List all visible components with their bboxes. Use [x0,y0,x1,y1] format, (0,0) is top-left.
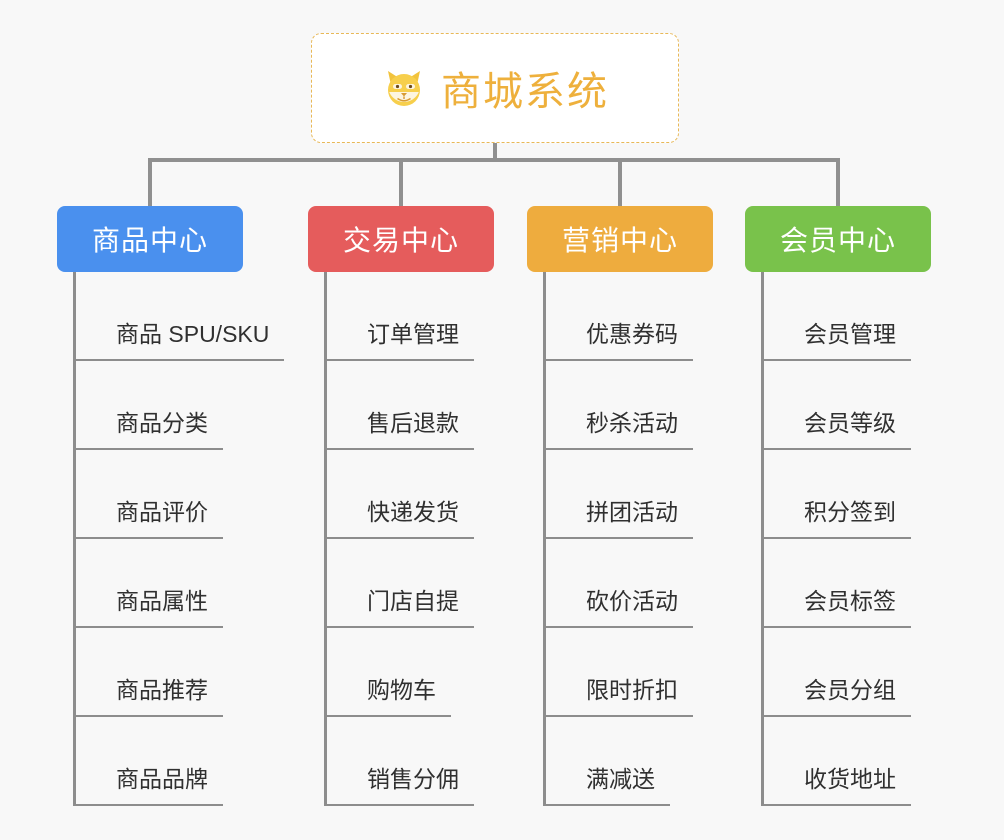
leaf-item-label: 优惠券码 [586,321,678,347]
leaf-item[interactable]: 会员等级 [761,361,911,450]
leaf-item[interactable]: 商品推荐 [73,628,223,717]
leaf-item[interactable]: 售后退款 [324,361,474,450]
category-box-1[interactable]: 商品中心 [57,206,243,272]
leaf-item-label: 会员标签 [804,588,896,614]
branch-drop-connector-2 [399,158,403,208]
leaf-item-label: 商品推荐 [116,677,208,703]
leaf-item-underline [761,715,911,717]
leaf-item-underline [73,359,284,361]
leaf-item[interactable]: 销售分佣 [324,717,474,806]
category-label-1: 商品中心 [91,225,208,256]
leaf-item-underline [543,537,693,539]
branch-spine-1 [73,272,76,806]
leaf-item-underline [324,537,474,539]
leaf-item-label: 商品 SPU/SKU [116,321,270,347]
category-label-3: 营销中心 [561,225,678,256]
branch-drop-connector-3 [618,158,622,208]
leaf-item[interactable]: 商品评价 [73,450,223,539]
category-box-2[interactable]: 交易中心 [308,206,494,272]
leaf-item-label: 售后退款 [367,410,459,436]
leaf-item-underline [761,448,911,450]
leaf-item-label: 订单管理 [367,321,459,347]
leaf-item-label: 会员管理 [804,321,896,347]
branch-spine-2 [324,272,327,806]
leaf-item-label: 快递发货 [367,499,459,525]
leaf-item-label: 销售分佣 [367,766,459,792]
root-node-mall-system[interactable]: 商城系统 [311,33,679,143]
leaf-item-underline [324,448,474,450]
leaf-item-label: 秒杀活动 [586,410,678,436]
leaf-item[interactable]: 商品品牌 [73,717,223,806]
leaf-item[interactable]: 满减送 [543,717,670,806]
leaf-item[interactable]: 积分签到 [761,450,911,539]
leaf-item-underline [761,804,911,806]
leaf-item-underline [73,626,223,628]
leaf-item-label: 拼团活动 [586,499,678,525]
leaf-item[interactable]: 拼团活动 [543,450,693,539]
leaf-item[interactable]: 订单管理 [324,272,474,361]
root-title: 商城系统 [441,70,609,114]
leaf-item[interactable]: 收货地址 [761,717,911,806]
leaf-item-label: 商品评价 [116,499,208,525]
leaf-item-underline [543,804,670,806]
leaf-item[interactable]: 优惠券码 [543,272,693,361]
leaf-item[interactable]: 限时折扣 [543,628,693,717]
leaf-item-label: 商品属性 [116,588,208,614]
leaf-item-underline [543,626,693,628]
leaf-item-label: 收货地址 [804,766,896,792]
branch-drop-connector-4 [836,158,840,208]
leaf-item-label: 商品分类 [116,410,208,436]
leaf-item-underline [324,359,474,361]
leaf-item-label: 会员分组 [804,677,896,703]
leaf-item-label: 门店自提 [367,588,459,614]
leaf-item-underline [543,715,693,717]
leaf-item-label: 商品品牌 [116,766,208,792]
leaf-item-underline [73,804,223,806]
branch-spine-4 [761,272,764,806]
leaf-item[interactable]: 会员标签 [761,539,911,628]
category-label-2: 交易中心 [342,225,459,256]
category-box-4[interactable]: 会员中心 [745,206,931,272]
leaf-item-underline [543,448,693,450]
leaf-item[interactable]: 砍价活动 [543,539,693,628]
leaf-item-underline [73,448,223,450]
leaf-item-label: 砍价活动 [586,588,678,614]
leaf-item-label: 购物车 [367,677,436,703]
leaf-item[interactable]: 快递发货 [324,450,474,539]
leaf-item-underline [543,359,693,361]
leaf-item[interactable]: 门店自提 [324,539,474,628]
category-label-4: 会员中心 [779,225,896,256]
leaf-item[interactable]: 秒杀活动 [543,361,693,450]
leaf-item-label: 会员等级 [804,410,896,436]
leaf-item-underline [73,537,223,539]
leaf-item-label: 积分签到 [804,499,896,525]
leaf-item[interactable]: 会员管理 [761,272,911,361]
leaf-item[interactable]: 会员分组 [761,628,911,717]
root-stem-connector [493,143,497,162]
leaf-item[interactable]: 商品 SPU/SKU [73,272,284,361]
leaf-item[interactable]: 购物车 [324,628,451,717]
shiba-dog-face-icon [381,65,427,111]
leaf-item-underline [761,626,911,628]
leaf-item-underline [761,537,911,539]
leaf-item-underline [761,359,911,361]
branch-drop-connector-1 [148,158,152,208]
leaf-item-underline [73,715,223,717]
branch-spine-3 [543,272,546,806]
leaf-item-underline [324,804,474,806]
leaf-item-label: 满减送 [586,766,655,792]
leaf-item-underline [324,626,474,628]
leaf-item[interactable]: 商品属性 [73,539,223,628]
branch-bus-connector [150,158,840,162]
category-box-3[interactable]: 营销中心 [527,206,713,272]
leaf-item[interactable]: 商品分类 [73,361,223,450]
leaf-item-label: 限时折扣 [586,677,678,703]
leaf-item-underline [324,715,451,717]
